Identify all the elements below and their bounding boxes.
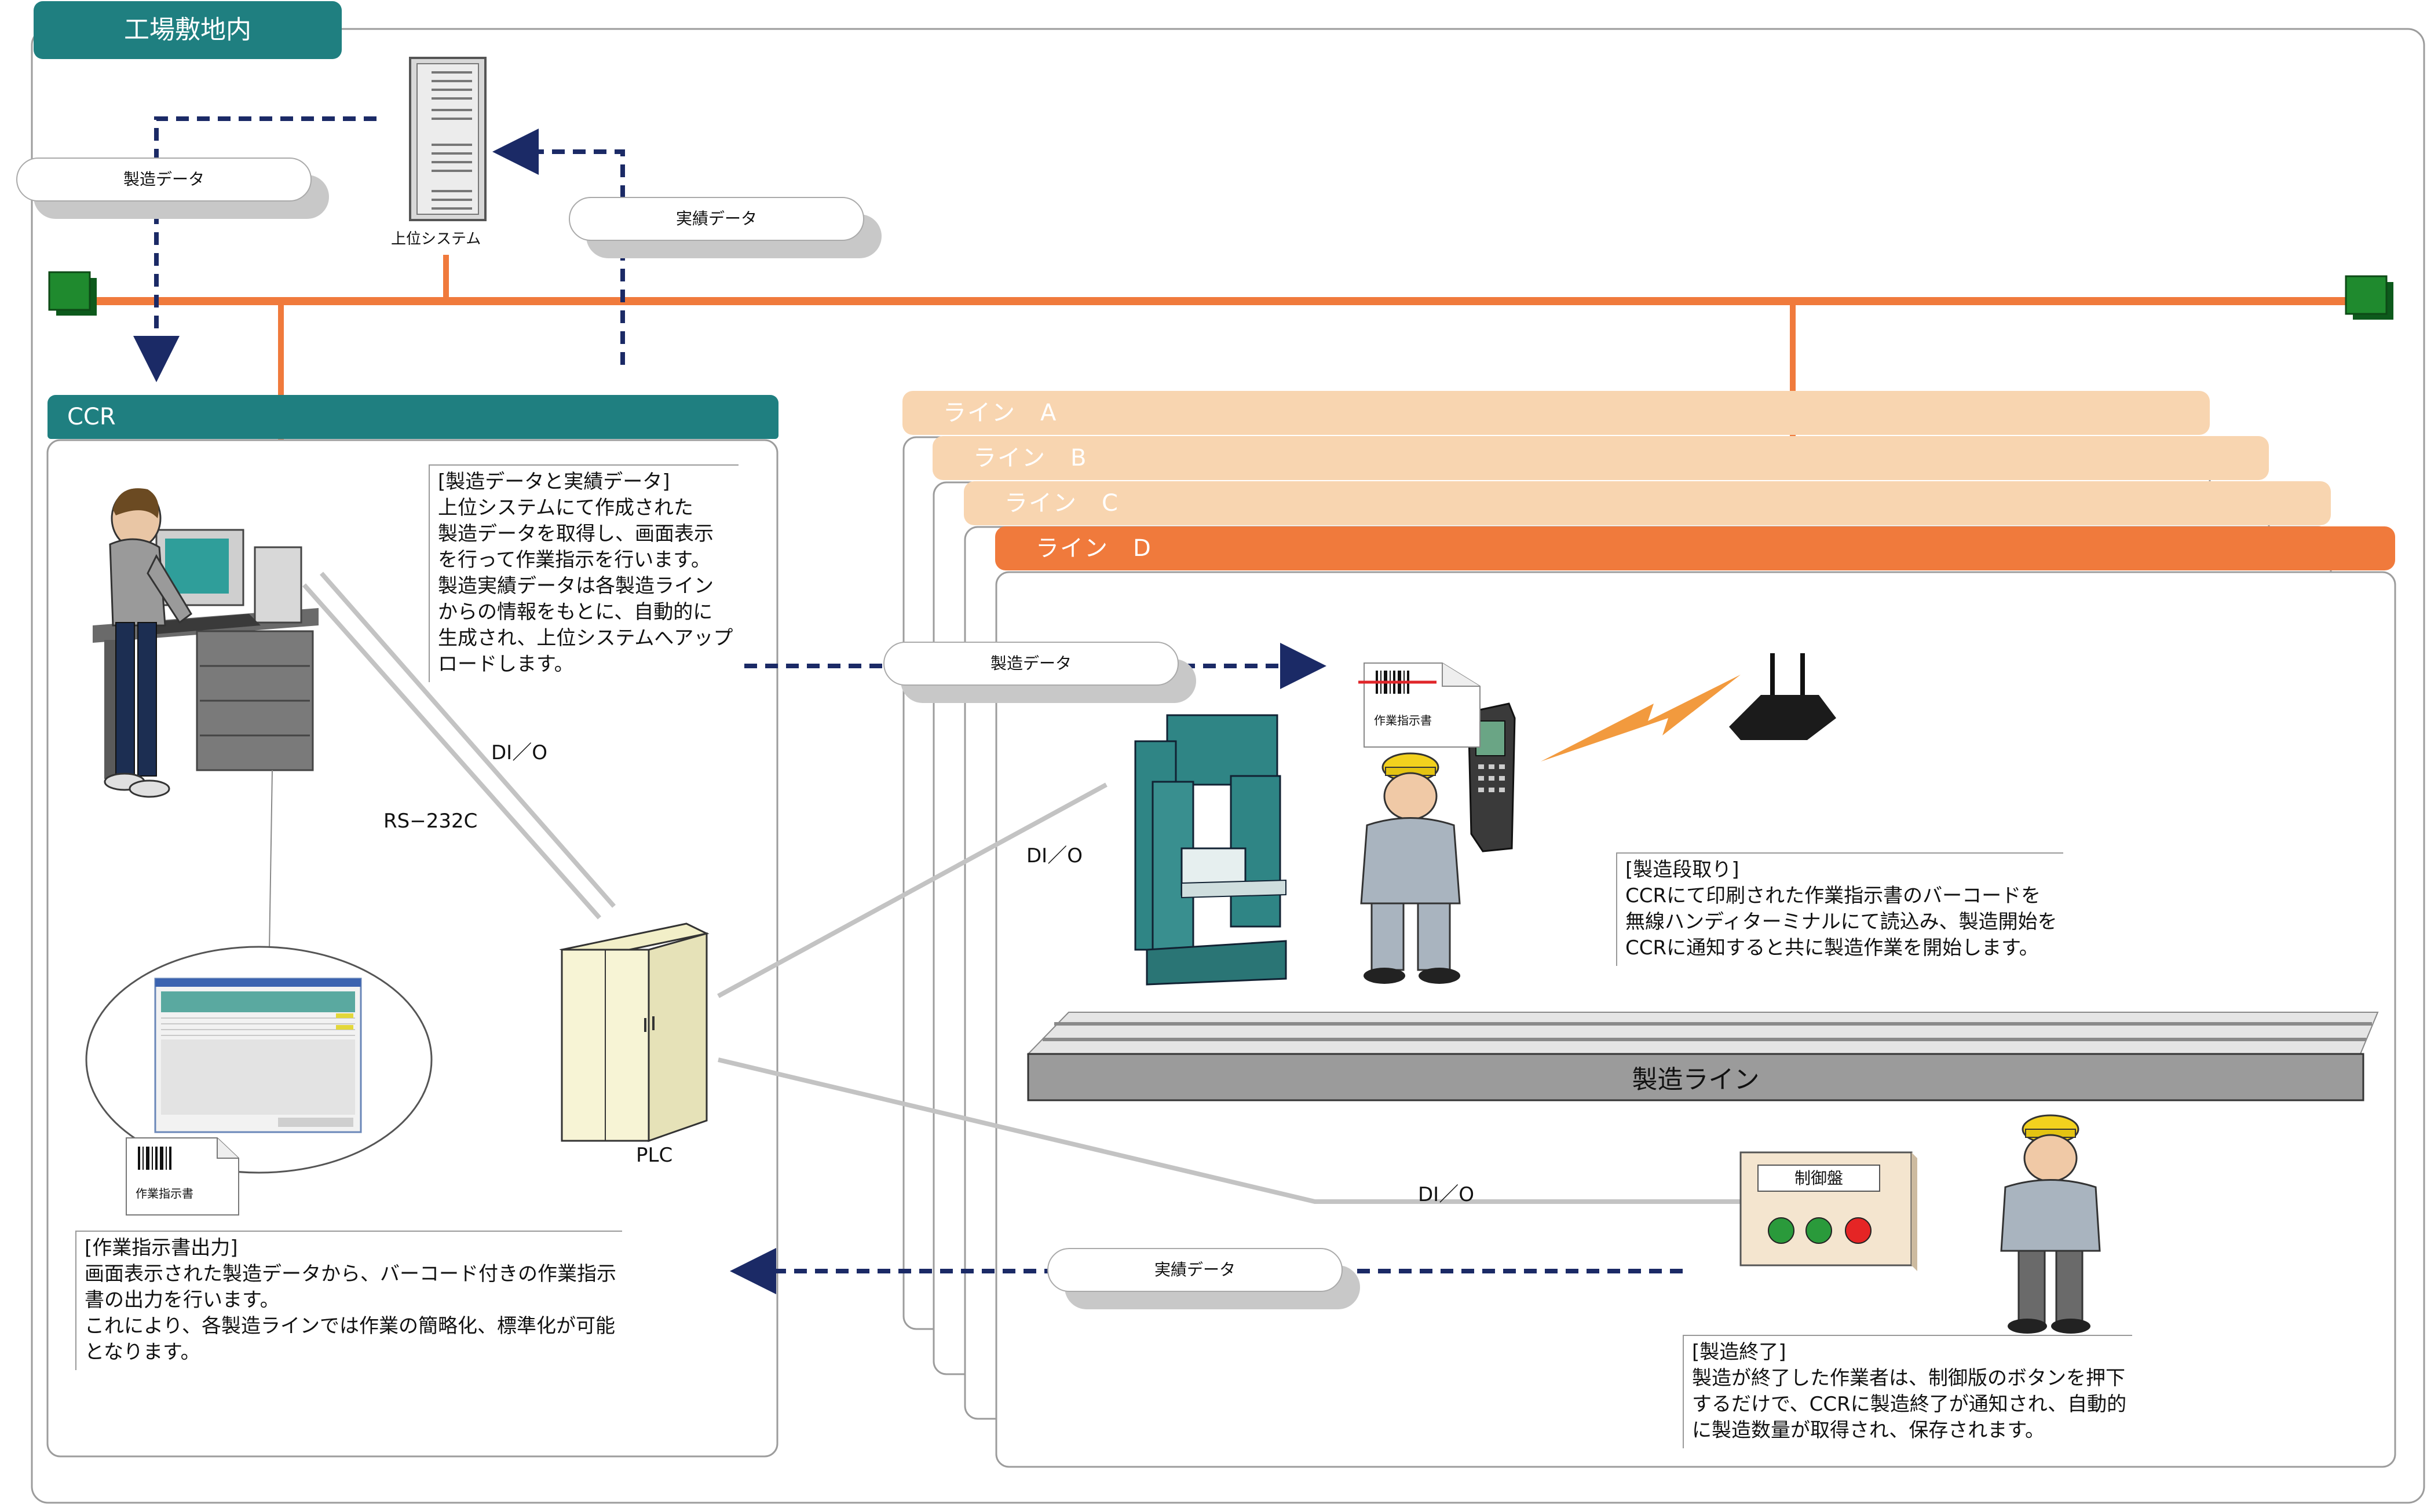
dio-cable-press <box>717 782 1107 998</box>
work-order-sheet-ccr-icon <box>126 1137 239 1216</box>
work-order-sheet-line-icon <box>1358 662 1481 748</box>
manufacturing-data-tag-mid-text: 製造データ <box>883 642 1179 686</box>
operator-workstation-icon <box>93 488 319 798</box>
note-data-line: を行って作業指示を行います。 <box>438 548 711 572</box>
work-order-label-ccr: 作業指示書 <box>136 1187 193 1200</box>
results-data-tag-top-text: 実績データ <box>569 197 864 241</box>
note-setup-line: 無線ハンディターミナルにて読込み、製造開始を <box>1625 910 2057 933</box>
note-data-line: ロードします。 <box>438 653 574 676</box>
host-server-icon <box>409 57 487 221</box>
manufacturing-data-tag-top-text: 製造データ <box>16 158 312 202</box>
lineA-header: ライン A <box>902 391 2210 435</box>
conveyor-icon <box>1026 1012 2379 1101</box>
results-data-tag-bottom-text: 実績データ <box>1047 1248 1343 1292</box>
note-output-line: となります。 <box>85 1341 200 1364</box>
control-panel-label: 制御盤 <box>1794 1169 1843 1188</box>
note-output-line: これにより、各製造ラインでは作業の簡略化、標準化が可能 <box>85 1315 615 1338</box>
worker-icon-setup <box>1360 752 1461 984</box>
note-data-line: 上位システムにて作成された <box>438 496 693 519</box>
note-output-line: 書の出力を行います。 <box>85 1288 280 1312</box>
press-machine-icon <box>1134 714 1287 986</box>
note-finish-line: に製造数量が取得され、保存されます。 <box>1692 1419 2045 1442</box>
right-terminator-icon <box>2345 275 2393 320</box>
host-system-label: 上位システム <box>391 230 481 248</box>
green-button-2 <box>1805 1217 1832 1244</box>
note-data-line: 製造実績データは各製造ライン <box>438 574 714 598</box>
dio-cable-ccr <box>302 583 601 920</box>
note-finish-line: するだけで、CCRに製造終了が通知され、自動的 <box>1692 1393 2127 1416</box>
control-panel-icon <box>1739 1151 1917 1271</box>
manufacturing-data-tag-mid: 製造データ <box>883 642 1196 703</box>
work-order-label-line: 作業指示書 <box>1374 713 1432 727</box>
lineB-header: ライン B <box>933 436 2269 480</box>
production-line-label: 製造ライン <box>1632 1065 1760 1094</box>
left-terminator-icon <box>48 271 97 316</box>
wireless-router-icon <box>1729 653 1836 740</box>
dio-cable-panel <box>718 1057 1744 1204</box>
plc-label: PLC <box>636 1144 673 1167</box>
note-output: [作業指示書出力] 画面表示された製造データから、バーコード付きの作業指示 書の… <box>75 1231 622 1370</box>
note-data-line: からの情報をもとに、自動的に <box>438 601 713 624</box>
manufacturing-data-tag-top: 製造データ <box>16 158 329 219</box>
rs232c-label: RS−232C <box>383 810 478 833</box>
note-output-line: 画面表示された製造データから、バーコード付きの作業指示 <box>85 1262 616 1286</box>
site-title: 工場敷地内 <box>34 1 342 59</box>
red-stop-button <box>1845 1217 1872 1244</box>
note-finish: [製造終了] 製造が終了した作業者は、制御版のボタンを押下 するだけで、CCRに… <box>1683 1335 2133 1448</box>
dio-label-press: DI／O <box>1026 844 1083 867</box>
rs232c-cable <box>319 572 616 908</box>
app-screen-thumbnail <box>154 978 362 1133</box>
green-button-1 <box>1768 1217 1794 1244</box>
note-data-title: [製造データと実績データ] <box>438 470 670 493</box>
lineC-header: ライン C <box>964 481 2331 525</box>
dio-label-ccr: DI／O <box>491 741 547 764</box>
ccr-title: CCR <box>47 395 778 439</box>
note-setup: [製造段取り] CCRにて印刷された作業指示書のバーコードを 無線ハンディターミ… <box>1616 852 2063 966</box>
results-data-tag-top: 実績データ <box>569 197 882 258</box>
manufacturing-data-arrow-top <box>133 116 377 382</box>
wireless-signal-icon <box>1541 675 1741 762</box>
lineD-header: ライン D <box>995 526 2395 570</box>
note-finish-title: [製造終了] <box>1692 1341 1786 1364</box>
note-setup-line: CCRにて印刷された作業指示書のバーコードを <box>1625 884 2041 907</box>
note-output-title: [作業指示書出力] <box>85 1236 238 1260</box>
note-setup-title: [製造段取り] <box>1625 858 1739 881</box>
note-data: [製造データと実績データ] 上位システムにて作成された 製造データを取得し、画面… <box>429 464 739 682</box>
note-data-line: 製造データを取得し、画面表示 <box>438 522 714 546</box>
worker-icon-finish <box>2000 1114 2101 1334</box>
note-data-line: 生成され、上位システムへアップ <box>438 627 733 650</box>
dio-label-panel: DI／O <box>1418 1183 1474 1206</box>
results-data-tag-bottom: 実績データ <box>1047 1248 1360 1309</box>
note-setup-line: CCRに通知すると共に製造作業を開始します。 <box>1625 936 2039 960</box>
results-data-arrow-top <box>492 129 625 365</box>
note-finish-line: 製造が終了した作業者は、制御版のボタンを押下 <box>1692 1367 2125 1390</box>
plc-cabinet-icon <box>559 922 710 1143</box>
